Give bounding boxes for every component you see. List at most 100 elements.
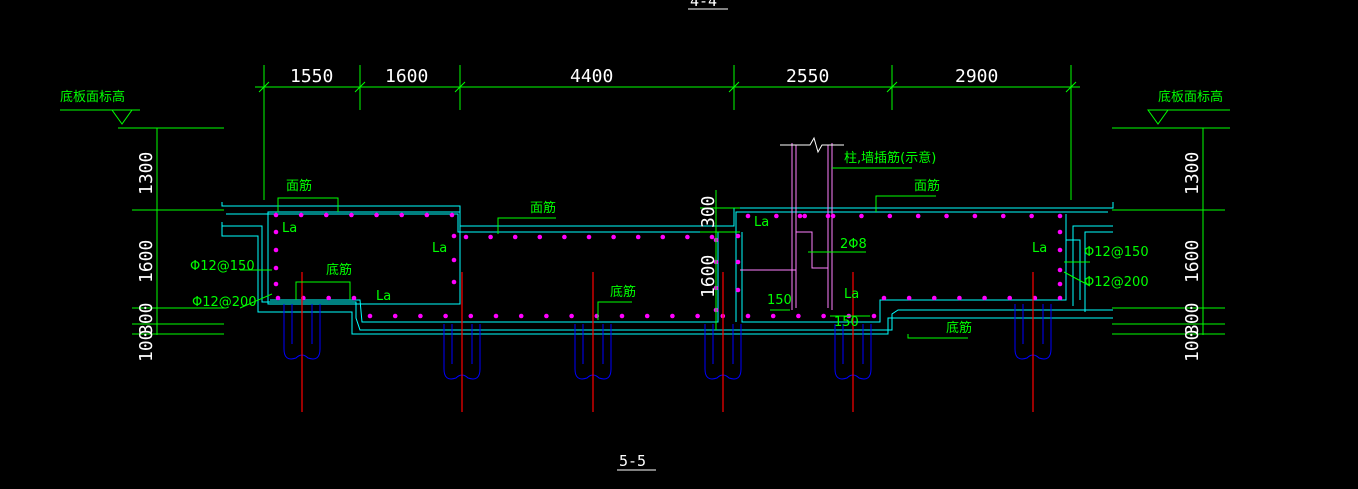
section-title: 5-5	[617, 452, 656, 471]
rebar-dot	[770, 313, 776, 319]
rebar-dot	[451, 257, 457, 263]
label-anchor-5: La	[376, 289, 391, 304]
label-anchor-6: La	[844, 287, 859, 302]
label-top-bar-mid: 面筋	[530, 200, 556, 216]
rebar-dot	[273, 265, 279, 271]
rebar-dot	[1029, 213, 1034, 219]
rebar-dot	[660, 234, 666, 240]
rebar-dot	[1057, 281, 1063, 287]
rebar-dot	[931, 295, 937, 301]
left-level-label: 底板面标高	[60, 89, 125, 105]
rebar-dot	[367, 313, 373, 319]
dim-label-3: 4400	[570, 66, 613, 87]
rebar-dot	[644, 313, 650, 319]
wall-column	[740, 143, 833, 310]
rebar-dot	[825, 213, 831, 219]
rebar-dot	[418, 313, 423, 319]
rebar-dot	[709, 234, 715, 240]
rebar-dot	[906, 295, 912, 301]
rebar-dot	[544, 313, 549, 319]
label-rebar-200-right: Φ12@200	[1084, 275, 1149, 290]
label-rebar-150-right: Φ12@150	[1084, 245, 1149, 260]
leader-lines	[239, 167, 1091, 339]
rebar-dot	[695, 313, 700, 319]
rebar-dot	[745, 213, 751, 219]
pile-inner	[842, 324, 864, 364]
rebar-dot	[451, 279, 457, 285]
label-dim-150-a: 150	[767, 293, 792, 308]
rebar-dot	[298, 212, 304, 218]
label-top-bar-left: 面筋	[286, 178, 312, 194]
label-anchor-4: La	[1032, 241, 1047, 256]
rebar-dot	[871, 313, 877, 319]
dim-label-1: 1550	[290, 66, 333, 87]
rebar-dot	[735, 259, 741, 265]
left-vertical-labels: 1300 1600 300 100	[136, 152, 157, 362]
rebar-dot	[830, 213, 836, 219]
rebar-dot	[1007, 295, 1013, 301]
rebar-dot	[1057, 229, 1063, 235]
rebar-dot	[802, 213, 808, 219]
label-bottom-bar-right: 底筋	[946, 320, 972, 336]
rebar-dot	[1000, 213, 1006, 219]
rebar-dot	[351, 295, 357, 301]
rebar-dot	[518, 313, 524, 319]
right-vertical-labels: 1300 1600 300 100	[1182, 152, 1203, 362]
pile-inner	[582, 324, 604, 364]
left-level-marker: 底板面标高	[60, 89, 224, 129]
rebar-dot	[1032, 295, 1038, 301]
pit-top-label: 300	[698, 195, 719, 228]
rebar-dots	[273, 212, 1063, 319]
rebar-dot	[944, 213, 949, 219]
label-anchor-1: La	[282, 221, 297, 236]
rebar-dot	[424, 212, 430, 218]
right-vdim-300: 300	[1182, 302, 1203, 335]
label-top-bar-right: 面筋	[914, 178, 940, 194]
rebar-dot	[619, 313, 625, 319]
rebar-dot	[449, 212, 455, 218]
right-level-marker: 底板面标高	[1112, 89, 1230, 129]
label-bottom-bar-left: 底筋	[326, 262, 352, 278]
rebar-dot	[451, 233, 457, 239]
header-section-title: 4-4	[688, 0, 728, 10]
piles	[283, 304, 1052, 380]
rebar-dot	[796, 313, 801, 319]
right-vdim-1300: 1300	[1182, 152, 1203, 195]
rebar-dot	[399, 212, 405, 218]
rebar-dot	[586, 234, 592, 240]
rebar-dot	[611, 234, 616, 240]
pile-inner	[712, 324, 734, 364]
pit-depth-label: 1600	[698, 255, 719, 298]
break-mark	[780, 136, 844, 154]
rebar-dot	[273, 247, 279, 253]
dim-label-2: 1600	[385, 66, 428, 87]
rebar-dot	[493, 313, 499, 319]
left-vdim-100: 100	[136, 329, 157, 362]
label-column-dowel: 柱,墙插筋(示意)	[844, 150, 936, 166]
header-title-text: 4-4	[690, 0, 717, 10]
rebar-dot	[463, 234, 469, 240]
label-dim-150-b: 150	[834, 315, 859, 330]
rebar-dot	[635, 234, 641, 240]
rebar-dot	[1057, 213, 1063, 219]
rebar-dot	[982, 295, 987, 301]
concrete-outline	[221, 202, 1114, 335]
right-level-label: 底板面标高	[1158, 89, 1223, 105]
rebar-dot	[488, 234, 493, 240]
right-vdim-1600: 1600	[1182, 240, 1203, 283]
rebar-dot	[537, 234, 543, 240]
label-rebar-150-left: Φ12@150	[190, 259, 255, 274]
dim-label-4: 2550	[786, 66, 829, 87]
right-vertical-dimension	[1112, 128, 1225, 335]
section-title-text: 5-5	[619, 452, 646, 470]
rebar-dot	[685, 234, 690, 240]
rebar-dot	[797, 213, 803, 219]
label-dowel-bars: 2Φ8	[840, 237, 867, 252]
rebar-dot	[881, 295, 887, 301]
rebar-dot	[887, 213, 893, 219]
axis-lines	[301, 272, 1034, 412]
rebar-dot	[512, 234, 518, 240]
rebar-dot	[326, 295, 331, 301]
rebar-dot	[957, 295, 962, 301]
